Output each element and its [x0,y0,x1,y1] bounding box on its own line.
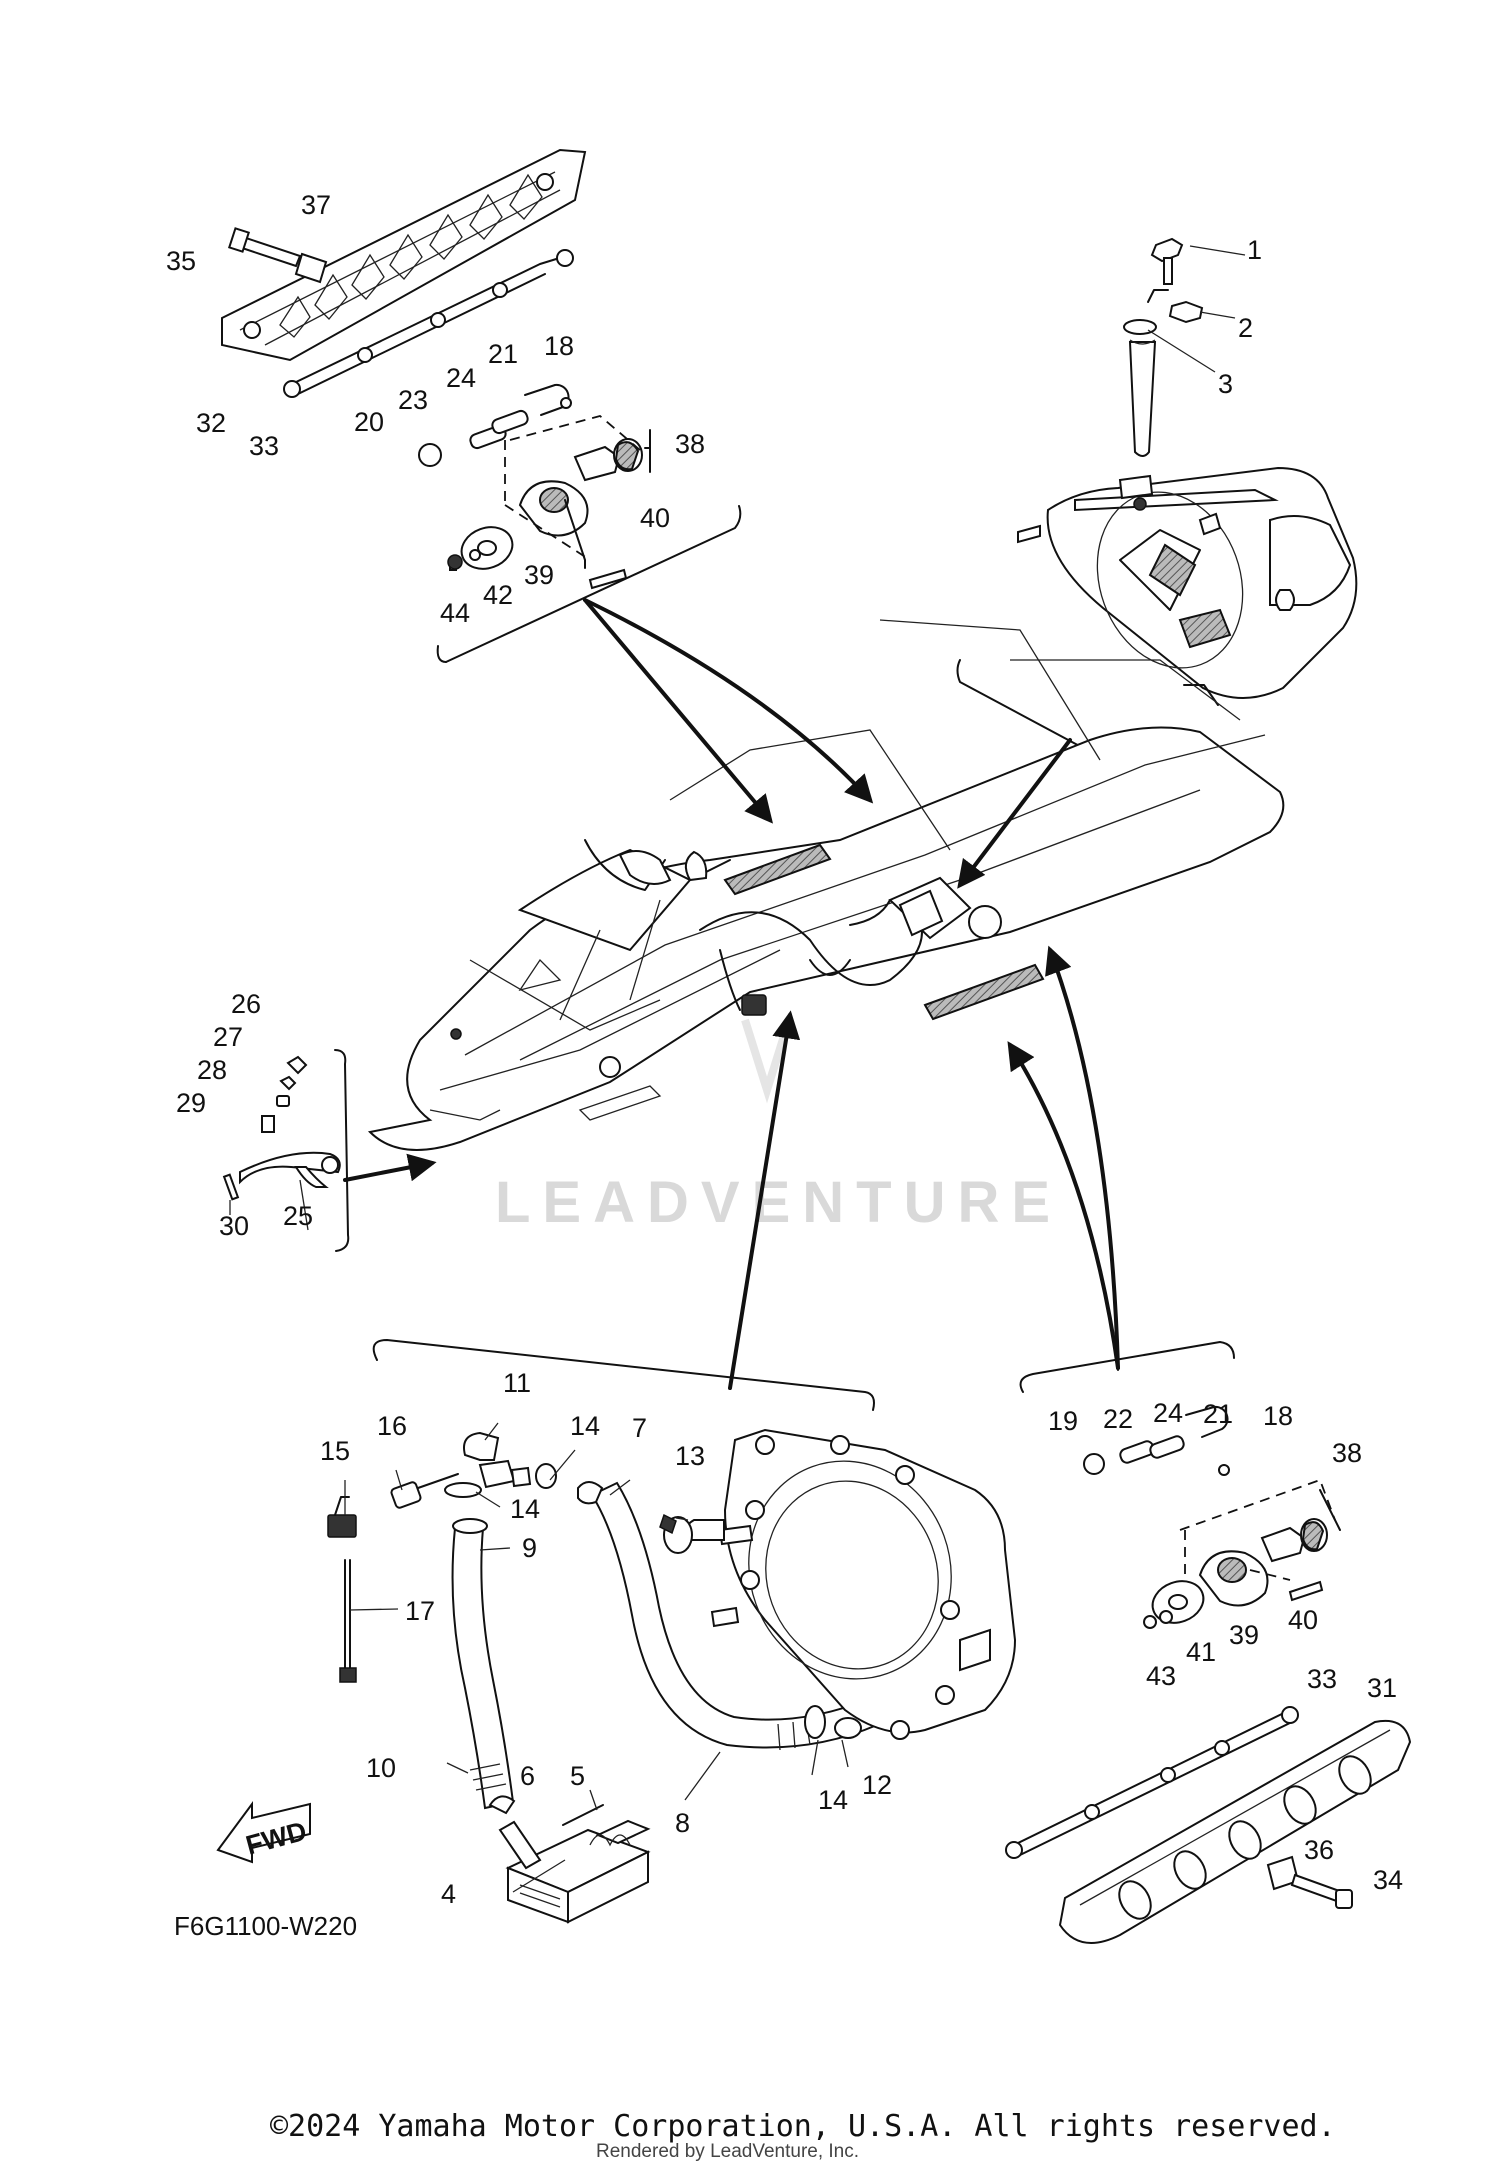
callout-17: 17 [405,1596,435,1626]
callout-44: 44 [440,598,470,628]
callout-labels: 1 2 3 4 5 6 7 8 9 10 11 12 13 14 14 14 1… [166,190,1403,1909]
callout-9: 9 [522,1533,537,1563]
callout-33-bottom: 33 [1307,1664,1337,1694]
callout-10: 10 [366,1753,396,1783]
callout-15: 15 [320,1436,350,1466]
callout-leaders [229,245,1246,1893]
callout-40-top: 40 [640,503,670,533]
callout-21-top: 21 [488,339,518,369]
callout-30: 30 [219,1211,249,1241]
callout-41: 41 [1186,1637,1216,1667]
figure-code: F6G1100-W220 [174,1911,357,1941]
callout-13: 13 [675,1441,705,1471]
callout-12: 12 [862,1770,892,1800]
callout-24-top: 24 [446,363,476,393]
callout-23: 23 [398,385,428,415]
callout-14-top: 14 [570,1411,600,1441]
callout-33-top: 33 [249,431,279,461]
callout-5: 5 [570,1761,585,1791]
callout-40-bottom: 40 [1288,1605,1318,1635]
callout-36: 36 [1304,1835,1334,1865]
group-bottom-left-hoses: FWD F6G1100-W220 [174,1339,879,1941]
fwd-arrow-icon: FWD [216,1800,311,1864]
callout-39-bottom: 39 [1229,1620,1259,1650]
callout-19: 19 [1048,1406,1078,1436]
callout-16: 16 [377,1411,407,1441]
callout-18-top: 18 [544,331,574,361]
leader-arrows [343,598,1120,1390]
callout-31: 31 [1367,1673,1397,1703]
callout-14-mid: 14 [510,1494,540,1524]
callout-7: 7 [632,1413,647,1443]
callout-1: 1 [1247,235,1262,265]
group-bottom-right-sponson [1005,1341,1412,1944]
group-top-left-sponson [221,148,742,663]
callout-43: 43 [1146,1661,1176,1691]
callout-2: 2 [1238,313,1253,343]
group-top-right-drain [956,237,1358,835]
callout-39-top: 39 [524,560,554,590]
watermark-text: LEADVENTURE [495,1170,1062,1235]
callout-18-bottom: 18 [1263,1401,1293,1431]
callout-26: 26 [231,989,261,1019]
watercraft-illustration [367,619,1285,1151]
callout-32: 32 [196,408,226,438]
callout-38-top: 38 [675,429,705,459]
callout-4: 4 [441,1879,456,1909]
callout-25: 25 [283,1201,313,1231]
callout-38-bottom: 38 [1332,1438,1362,1468]
group-left-bracket [222,1049,350,1252]
rendered-by-credit: Rendered by LeadVenture, Inc. [596,2141,860,2162]
copyright-notice: ©2024 Yamaha Motor Corporation, U.S.A. A… [270,2109,1336,2144]
callout-21-bottom: 21 [1203,1399,1233,1429]
callout-27: 27 [213,1022,243,1052]
callout-11: 11 [503,1368,531,1398]
callout-20: 20 [354,407,384,437]
callout-22: 22 [1103,1404,1133,1434]
callout-28: 28 [197,1055,227,1085]
callout-35: 35 [166,246,196,276]
callout-8: 8 [675,1808,690,1838]
callout-29: 29 [176,1088,206,1118]
callout-34: 34 [1373,1865,1403,1895]
group-bottom-center-mount [659,1428,1017,1740]
callout-24-bottom: 24 [1153,1398,1183,1428]
callout-6: 6 [520,1761,535,1791]
callout-14-bottom: 14 [818,1785,848,1815]
callout-37: 37 [301,190,331,220]
callout-3: 3 [1218,369,1233,399]
callout-42: 42 [483,580,513,610]
